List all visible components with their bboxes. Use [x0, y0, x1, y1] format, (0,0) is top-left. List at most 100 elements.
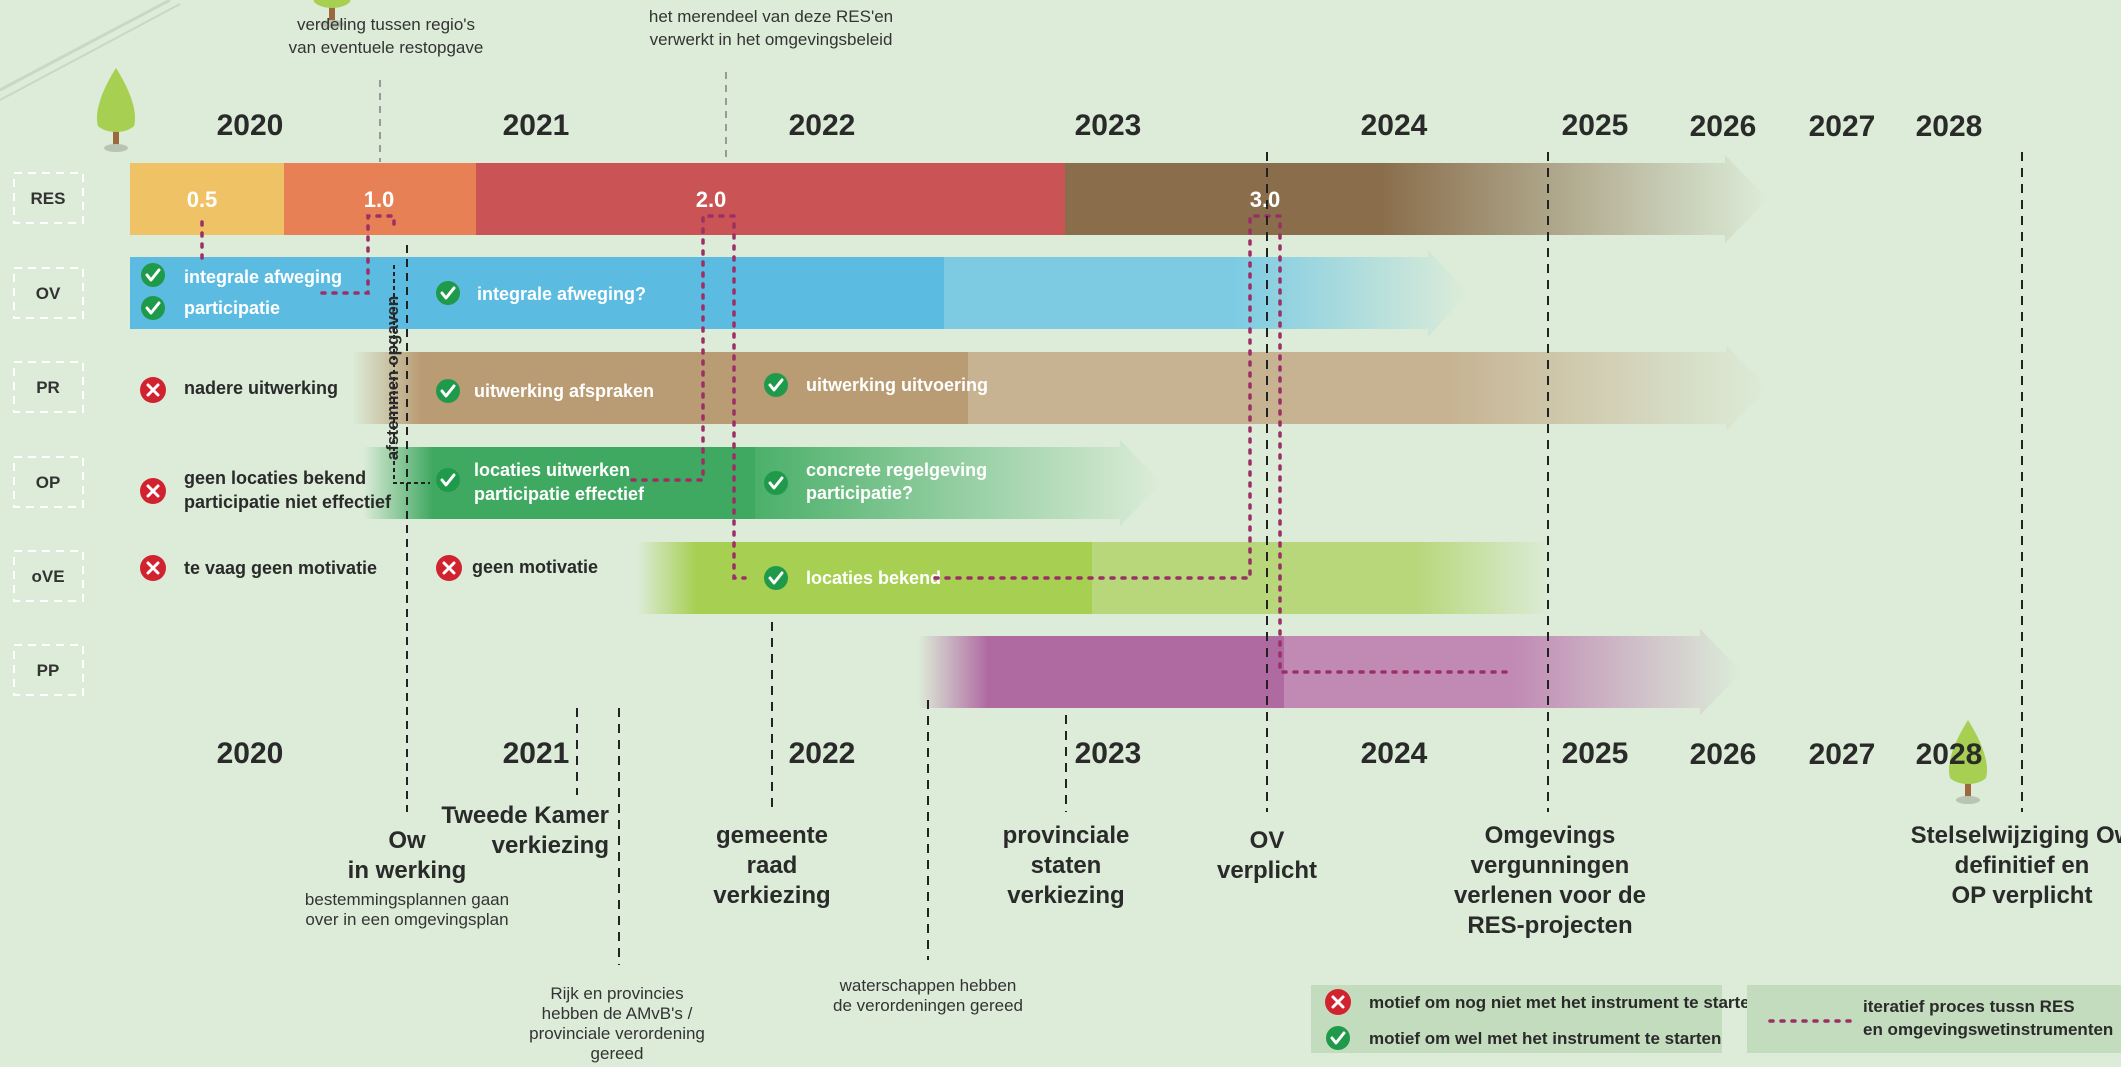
year-label: 2027 [1809, 738, 1876, 771]
note-res-line2: verwerkt in het omgevingsbeleid [650, 30, 893, 49]
event-stelselwijziging: Stelselwijziging Ow [1911, 822, 2121, 849]
bar-pp [918, 629, 1742, 715]
check-icon [762, 371, 790, 399]
ove-item-c: locaties bekend [806, 568, 941, 588]
pr-item-c: uitwerking uitvoering [806, 375, 988, 395]
event-tweede-kamer: Tweede Kamer [441, 802, 609, 829]
bar-ove: te vaag geen motivatie geen motivatie lo… [138, 542, 1552, 614]
event-waterschappen-note: waterschappen hebben [839, 976, 1017, 995]
bar-ov: integrale afweging participatie integral… [130, 250, 1468, 337]
event-provinciale-staten: provinciale [1003, 822, 1130, 849]
event-omgevingsvergunningen: verlenen voor de [1454, 882, 1646, 909]
ove-item-a: te vaag geen motivatie [184, 558, 377, 578]
event-provinciale-staten: verkiezing [1007, 882, 1124, 909]
res-version-label: 3.0 [1250, 187, 1281, 212]
iteration-path [200, 214, 1512, 674]
check-icon [139, 261, 167, 289]
event-ow-note: over in een omgevingsplan [305, 910, 508, 929]
op-item-b2: participatie effectief [474, 484, 645, 504]
year-label: 2020 [217, 737, 284, 770]
check-icon [1324, 1024, 1352, 1052]
year-label: 2022 [789, 109, 856, 142]
res-version-label: 0.5 [187, 187, 218, 212]
legend-red: motief om nog niet met het instrument te… [1369, 993, 1760, 1012]
year-label: 2023 [1075, 737, 1142, 770]
events: Ow in werking bestemmingsplannen gaan ov… [305, 802, 2121, 1063]
ov-item-a: integrale afweging [184, 267, 342, 287]
cross-icon [138, 553, 168, 583]
check-icon [434, 279, 462, 307]
year-label: 2024 [1361, 737, 1428, 770]
event-rijk-note: Rijk en provincies [550, 984, 683, 1003]
year-label: 2026 [1690, 110, 1757, 143]
year-label: 2020 [217, 109, 284, 142]
year-label: 2026 [1690, 738, 1757, 771]
event-waterschappen-note: de verordeningen gereed [833, 996, 1023, 1015]
years-top: 2020 2021 2022 2023 2024 2025 2026 2027 … [217, 109, 1983, 143]
year-label: 2027 [1809, 110, 1876, 143]
tree-icon [96, 68, 136, 152]
year-label: 2025 [1562, 737, 1629, 770]
event-ov-verplicht: OV [1250, 827, 1285, 854]
check-icon [762, 564, 790, 592]
legend-green: motief om wel met het instrument te star… [1369, 1029, 1721, 1048]
pr-item-b: uitwerking afspraken [474, 381, 654, 401]
bar-res: 0.5 1.0 2.0 3.0 [130, 155, 1768, 243]
event-omgevingsvergunningen: vergunningen [1471, 852, 1630, 879]
check-icon [139, 294, 167, 322]
event-tweede-kamer: verkiezing [492, 832, 609, 859]
legend-iteration: en omgevingswetinstrumenten [1863, 1020, 2113, 1039]
check-icon [434, 377, 462, 405]
row-tag-res: RES [31, 189, 66, 208]
cross-icon [138, 375, 168, 405]
event-omgevingsvergunningen: Omgevings [1485, 822, 1616, 849]
year-label: 2024 [1361, 109, 1428, 142]
year-label: 2028 [1916, 110, 1983, 143]
cross-icon [1323, 987, 1353, 1017]
legend: motief om nog niet met het instrument te… [1311, 985, 2121, 1053]
event-gemeenteraad: raad [747, 852, 798, 879]
year-label: 2023 [1075, 109, 1142, 142]
year-label: 2021 [503, 737, 570, 770]
res-version-label: 1.0 [364, 187, 395, 212]
op-item-b1: locaties uitwerken [474, 460, 630, 480]
note-res-line1: het merendeel van deze RES'en [649, 7, 893, 26]
row-tag-ov: OV [36, 284, 61, 303]
res-version-label: 2.0 [696, 187, 727, 212]
row-tag-pr: PR [36, 378, 60, 397]
event-stelselwijziging: definitief en [1955, 852, 2090, 879]
cross-icon [434, 553, 464, 583]
row-tags: RES OV PR OP oVE PP [13, 172, 84, 696]
year-label: 2025 [1562, 109, 1629, 142]
year-label: 2021 [503, 109, 570, 142]
op-item-c1: concrete regelgeving [806, 460, 987, 480]
year-label: 2022 [789, 737, 856, 770]
event-gemeenteraad: verkiezing [713, 882, 830, 909]
check-icon [762, 469, 790, 497]
ov-item-c: integrale afweging? [477, 284, 646, 304]
event-stelselwijziging: OP verplicht [1952, 882, 2093, 909]
row-tag-ove: oVE [31, 567, 64, 586]
op-item-c2: participatie? [806, 483, 913, 503]
ov-item-b: participatie [184, 298, 280, 318]
legend-iteration: iteratief proces tussn RES [1863, 997, 2075, 1016]
bar-pr: nadere uitwerking uitwerking afspraken u… [138, 345, 1768, 431]
event-omgevingsvergunningen: RES-projecten [1467, 912, 1632, 939]
row-tag-pp: PP [37, 661, 60, 680]
event-rijk-note: hebben de AMvB's / [542, 1004, 693, 1023]
year-label: 2028 [1916, 738, 1983, 771]
event-ow-note: bestemmingsplannen gaan [305, 890, 509, 909]
event-rijk-note: provinciale verordening [529, 1024, 705, 1043]
note-regio-line2: van eventuele restopgave [289, 38, 484, 57]
cross-icon [138, 476, 168, 506]
event-ov-verplicht: verplicht [1217, 857, 1317, 884]
row-tag-op: OP [36, 473, 61, 492]
event-ow: Ow [388, 827, 426, 854]
event-lines [576, 152, 2023, 965]
years-bottom: 2020 2021 2022 2023 2024 2025 2026 2027 … [217, 737, 1983, 771]
op-item-a1: geen locaties bekend [184, 468, 366, 488]
event-gemeenteraad: gemeente [716, 822, 828, 849]
ove-item-b: geen motivatie [472, 557, 598, 577]
event-ow: in werking [348, 857, 467, 884]
